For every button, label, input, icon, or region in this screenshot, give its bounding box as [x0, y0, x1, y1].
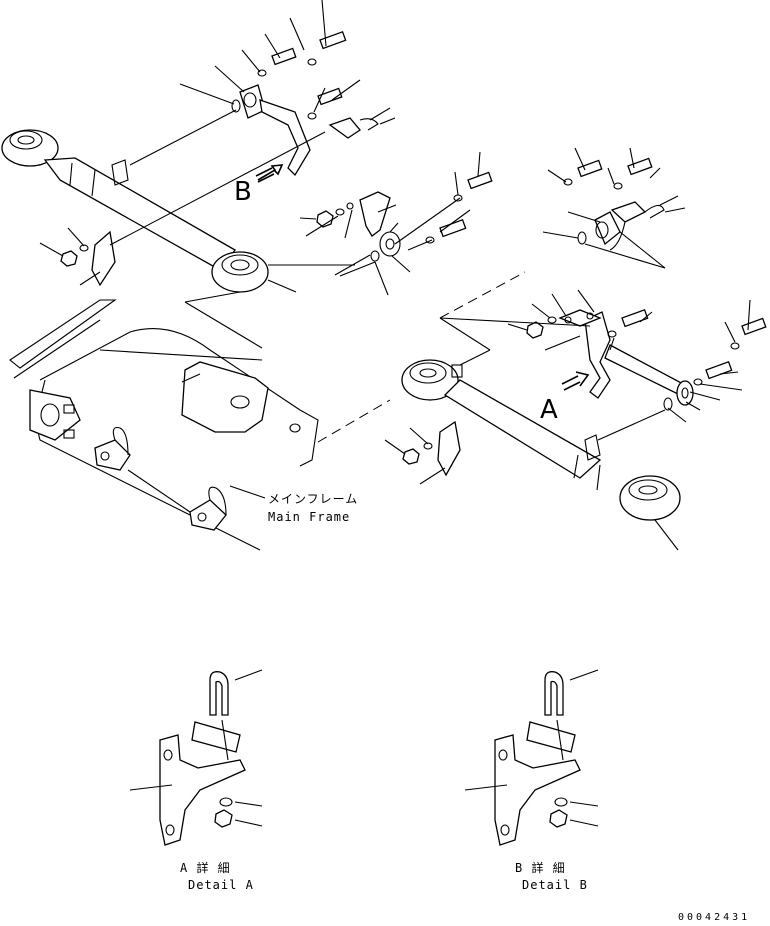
detail-a-drawing [129, 669, 263, 846]
main-frame-label-jp: メインフレーム [268, 492, 358, 506]
main-frame [9, 254, 371, 551]
detail-b-drawing [464, 669, 599, 846]
lower-bracket-assembly [439, 289, 767, 441]
view-label-b: B [234, 177, 252, 207]
view-label-a: A [540, 395, 558, 425]
upper-bracket-assembly [109, 0, 396, 246]
middle-bracket-assembly [299, 151, 493, 296]
dashed-connector-1 [317, 399, 391, 443]
detail-b-label-jp: B 詳 細 [515, 860, 566, 875]
upper-rod-assembly [1, 129, 297, 293]
dashed-connector-2 [439, 271, 526, 319]
main-frame-label-en: Main Frame [268, 510, 350, 524]
detail-a-label-jp: A 詳 細 [180, 860, 231, 875]
lower-rod-assembly [384, 359, 681, 551]
detail-b-label-en: Detail B [522, 878, 588, 892]
detail-a-label-en: Detail A [188, 878, 254, 892]
right-upper-bracket [542, 147, 686, 269]
drawing-number: 00042431 [678, 912, 750, 923]
